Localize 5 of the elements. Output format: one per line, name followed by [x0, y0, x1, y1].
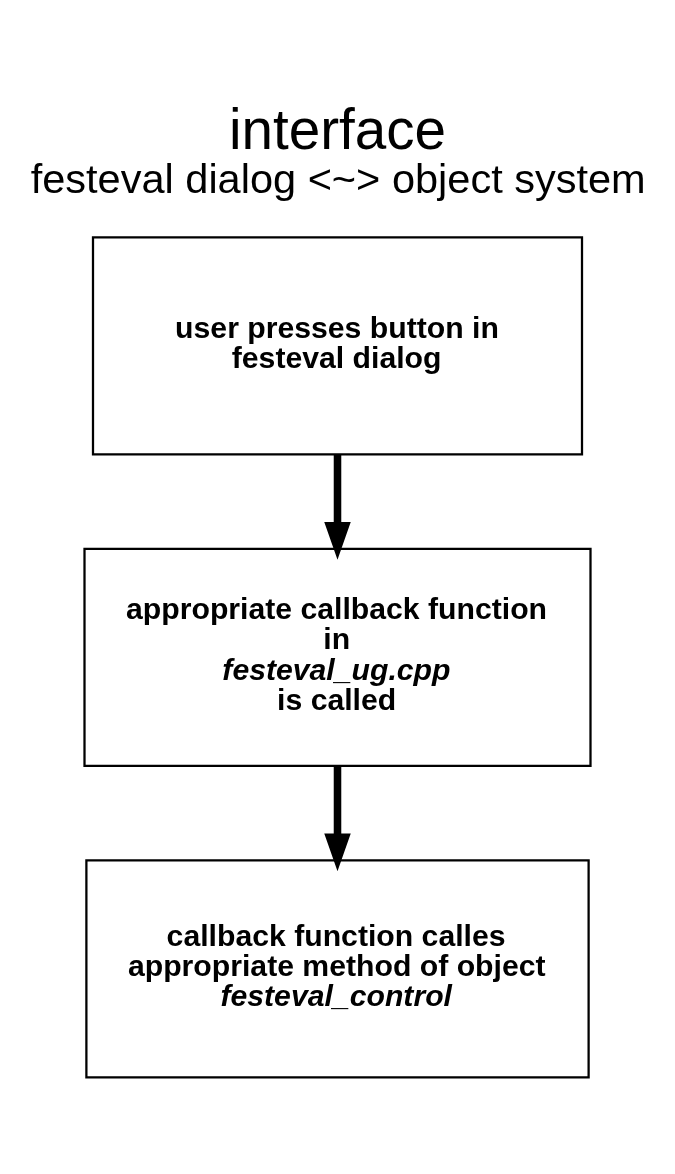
- arrow: [324, 765, 351, 871]
- arrow: [324, 454, 351, 560]
- node-box: appropriate callback function in festeval_ug.cpp is called: [83, 547, 592, 767]
- node-box: user presses button in festeval dialog: [91, 235, 584, 456]
- node-box: callback function calles appropriate method of object festeval_control: [85, 858, 590, 1079]
